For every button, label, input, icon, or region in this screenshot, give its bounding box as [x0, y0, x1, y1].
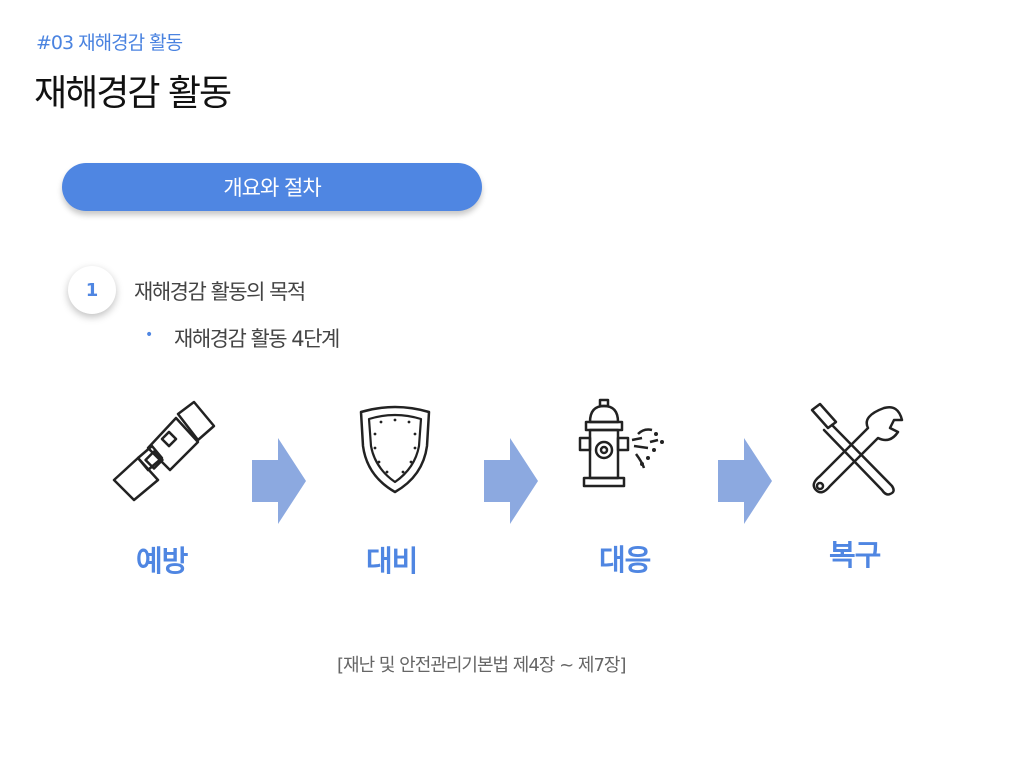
page-title: 재해경감 활동 [34, 73, 232, 114]
arrow-right-icon [484, 438, 538, 524]
stage-label-response: 대응 [599, 543, 651, 577]
source-citation: [재난 및 안전관리기본법 제4장 ~ 제7장] [337, 655, 626, 676]
seatbelt-icon [112, 400, 216, 502]
section-pill: 개요와 절차 [62, 163, 482, 211]
stage-label-preparedness: 대비 [366, 544, 418, 578]
arrow-right-icon [718, 438, 772, 524]
tools-icon [810, 402, 904, 496]
breadcrumb: #03 재해경감 활동 [36, 32, 183, 54]
fire-hydrant-icon [578, 398, 664, 488]
stage-label-recovery: 복구 [829, 538, 881, 572]
item-sub-label: 재해경감 활동 4단계 [174, 327, 340, 351]
arrow-right-icon [252, 438, 306, 524]
section-pill-label: 개요와 절차 [223, 176, 321, 200]
item-number-badge: 1 [68, 266, 116, 314]
shield-icon [359, 405, 431, 494]
item-label: 재해경감 활동의 목적 [134, 280, 306, 304]
stage-label-prevention: 예방 [136, 544, 188, 578]
bullet-dot: • [145, 327, 154, 343]
